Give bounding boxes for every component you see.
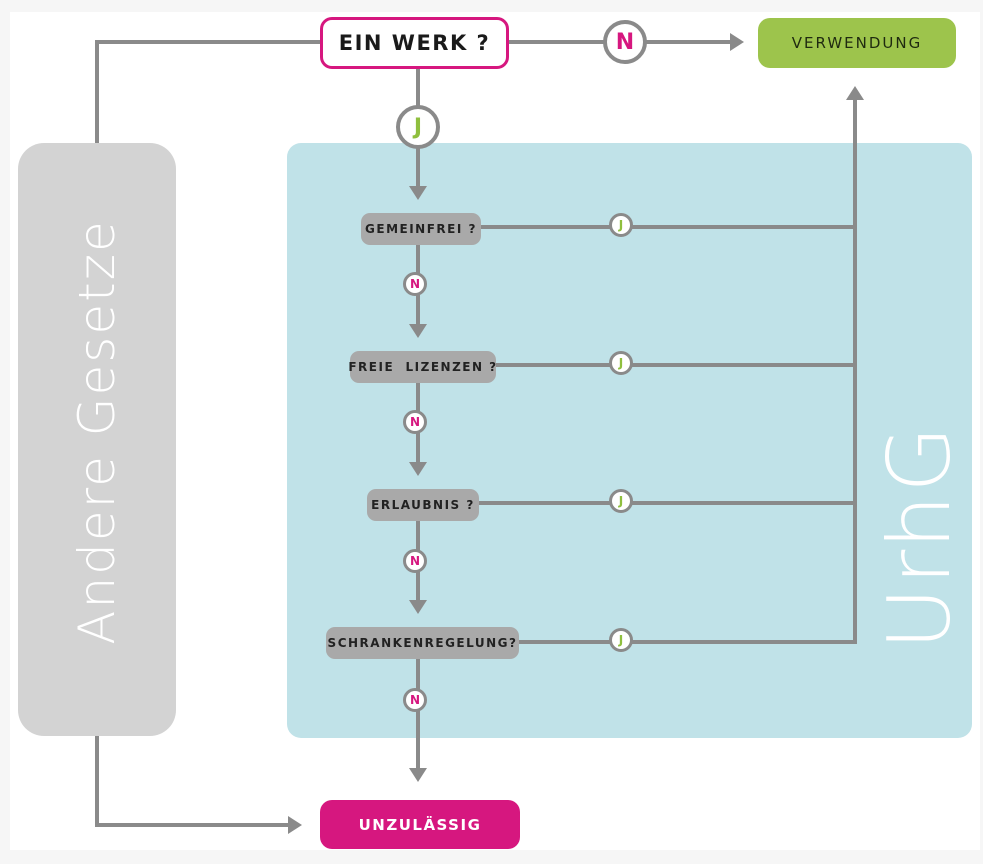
no-marker: N (603, 20, 647, 64)
arrowhead (409, 462, 427, 476)
arrowhead (409, 324, 427, 338)
question-label: GEMEINFREI ? (365, 222, 477, 236)
question-label: SCHRANKENREGELUNG? (327, 636, 518, 650)
no-marker: N (403, 272, 427, 296)
arrowhead (846, 86, 864, 100)
arrowhead (730, 33, 744, 51)
yes-marker-label: J (618, 356, 624, 370)
question-schrankenregelung: SCHRANKENREGELUNG? (326, 627, 519, 659)
outcome-verwendung-label: VERWENDUNG (791, 34, 923, 52)
connector-andere-to-unzulaessig (95, 736, 290, 827)
no-marker: N (403, 549, 427, 573)
arrowhead (409, 600, 427, 614)
question-erlaubnis: ERLAUBNIS ? (367, 489, 479, 521)
outcome-unzulaessig: UNZULÄSSIG (320, 800, 520, 849)
no-marker: N (403, 688, 427, 712)
yes-marker: J (609, 213, 633, 237)
arrowhead (409, 186, 427, 200)
no-marker-label: N (409, 277, 421, 291)
label-andere-gesetze: Andere Gesetze (68, 219, 126, 645)
yes-marker-label: J (618, 494, 624, 508)
question-label: FREIE LIZENZEN ? (348, 360, 498, 374)
no-marker-label: N (409, 693, 421, 707)
arrowhead (409, 768, 427, 782)
yes-marker: J (396, 105, 440, 149)
outcome-verwendung: VERWENDUNG (758, 18, 956, 68)
yes-marker: J (609, 628, 633, 652)
outcome-unzulaessig-label: UNZULÄSSIG (358, 815, 482, 834)
yes-marker-label: J (618, 218, 624, 232)
region-andere-gesetze (18, 143, 176, 736)
label-urhg: UrhG (870, 424, 970, 650)
question-freie-lizenzen: FREIE LIZENZEN ? (348, 351, 498, 383)
question-label: ERLAUBNIS ? (371, 498, 475, 512)
no-marker-label: N (409, 554, 421, 568)
no-marker-label: N (409, 415, 421, 429)
connector-start-to-andere (95, 40, 320, 143)
start-node-ein-werk: EIN WERK ? (320, 17, 509, 69)
question-gemeinfrei: GEMEINFREI ? (361, 213, 481, 245)
arrowhead (288, 816, 302, 834)
yes-marker-label: J (618, 633, 624, 647)
no-marker-label: N (615, 29, 635, 55)
yes-marker: J (609, 489, 633, 513)
yes-marker: J (609, 351, 633, 375)
start-node-label: EIN WERK ? (338, 31, 491, 55)
yes-marker-label: J (413, 114, 423, 140)
no-marker: N (403, 410, 427, 434)
